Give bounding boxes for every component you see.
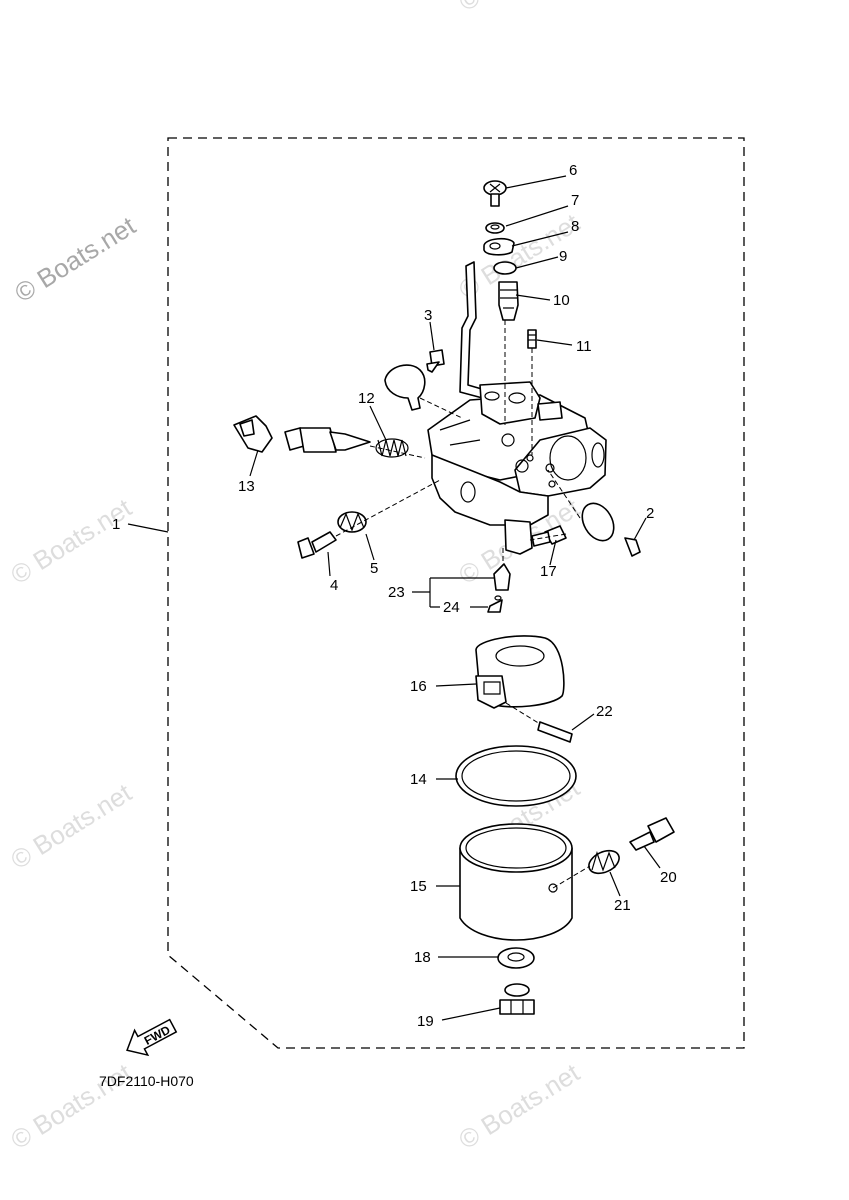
callout-14: 14 (410, 771, 427, 788)
watermark-faint: © Boats.net (453, 1057, 585, 1155)
part-23-main-jet (487, 563, 511, 613)
part-10-jet (498, 281, 519, 321)
part-13-knob (233, 415, 273, 453)
part-22-pin (537, 721, 573, 743)
callout-9: 9 (559, 248, 567, 265)
watermark-faint: © Boats.net (5, 1057, 137, 1155)
watermark-faint: © Boats.net (453, 0, 585, 17)
callout-22: 22 (596, 703, 613, 720)
part-17-screw (531, 525, 567, 547)
callout-13: 13 (238, 478, 255, 495)
callout-3: 3 (424, 307, 432, 324)
part-8-plate (483, 237, 515, 256)
callout-23: 23 (388, 584, 405, 601)
callout-10: 10 (553, 292, 570, 309)
callout-8: 8 (571, 218, 579, 235)
callout-6: 6 (569, 162, 577, 179)
callout-19: 19 (417, 1013, 434, 1030)
fwd-arrow-icon: FWD (126, 1018, 178, 1057)
watermark-faint: © Boats.net (5, 777, 137, 875)
part-2-plate (581, 502, 641, 557)
callout-21: 21 (614, 897, 631, 914)
callout-17: 17 (540, 563, 557, 580)
part-9-o-ring (493, 261, 517, 275)
part-11-pilot-jet (527, 329, 537, 349)
part-12-plate (384, 364, 426, 411)
callout-labels: 1 2 3 4 5 6 7 8 9 10 11 12 13 14 15 16 1… (112, 162, 677, 1030)
callout-1: 1 (112, 516, 120, 533)
callout-5: 5 (370, 560, 378, 577)
watermark-faint: © Boats.net (5, 492, 137, 590)
assembly-lines (335, 320, 591, 889)
part-5-spring (337, 511, 367, 533)
part-15-bowl (459, 823, 573, 941)
callout-7: 7 (571, 192, 579, 209)
part-18-washer (497, 947, 535, 969)
diagram-code: 7DF2110-H070 (99, 1073, 194, 1089)
part-20-screw (629, 817, 675, 851)
part-7-washer (485, 222, 505, 234)
callout-15: 15 (410, 878, 427, 895)
callout-12: 12 (358, 390, 375, 407)
part-4-screw (297, 531, 337, 559)
part-3-screw (426, 349, 445, 373)
callout-18: 18 (414, 949, 431, 966)
part-14-gasket (455, 745, 577, 807)
part-21-spring (588, 849, 620, 875)
callout-11: 11 (576, 338, 592, 355)
part-needle-valve (284, 427, 371, 453)
watermark-main: © Boats.net (9, 210, 141, 308)
callout-20: 20 (660, 869, 677, 886)
callout-4: 4 (330, 577, 338, 594)
part-19-drain-bolt (499, 983, 535, 1015)
leader-lines (127, 175, 661, 1021)
carburetor-body (427, 261, 607, 555)
assembly-boundary (167, 137, 745, 1049)
part-6-screw (483, 180, 507, 207)
callout-2: 2 (646, 505, 654, 522)
callout-24: 24 (443, 599, 460, 616)
callout-16: 16 (410, 678, 427, 695)
part-12-spring (375, 438, 409, 458)
part-16-float (475, 635, 565, 709)
